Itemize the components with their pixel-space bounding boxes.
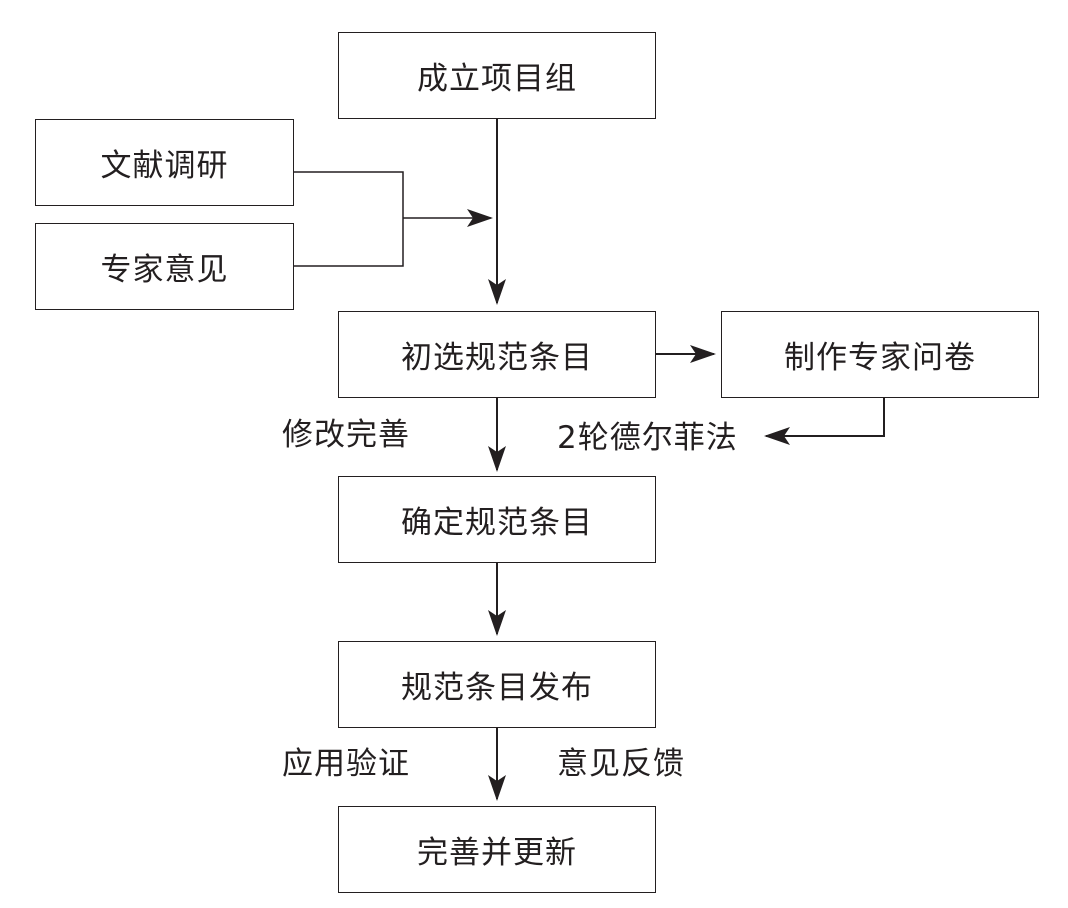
edge-label-feedback: 意见反馈: [557, 746, 685, 782]
node-expert-opinion: 专家意见: [35, 223, 294, 310]
edge-label-delphi-rounds: 2轮德尔菲法: [557, 420, 738, 456]
connector-literature: [293, 171, 404, 267]
node-publish-items: 规范条目发布: [338, 641, 656, 728]
node-make-questionnaire-label: 制作专家问卷: [784, 340, 976, 376]
node-initial-selection: 初选规范条目: [338, 311, 656, 398]
node-establish-team: 成立项目组: [338, 32, 656, 119]
node-improve-update: 完善并更新: [338, 806, 656, 893]
node-improve-update-label: 完善并更新: [417, 835, 577, 871]
edge-label-revise-improve: 修改完善: [282, 417, 410, 453]
node-literature-review-label: 文献调研: [100, 148, 229, 184]
node-establish-team-label: 成立项目组: [417, 61, 577, 97]
node-confirm-items: 确定规范条目: [338, 476, 656, 563]
node-initial-selection-label: 初选规范条目: [401, 340, 593, 376]
node-expert-opinion-label: 专家意见: [100, 252, 229, 288]
arrow-delphi-return: [764, 397, 885, 445]
node-literature-review: 文献调研: [35, 119, 294, 206]
edge-label-application-validation: 应用验证: [282, 746, 410, 782]
node-confirm-items-label: 确定规范条目: [401, 505, 593, 541]
node-make-questionnaire: 制作专家问卷: [721, 311, 1039, 398]
node-publish-items-label: 规范条目发布: [401, 670, 593, 706]
